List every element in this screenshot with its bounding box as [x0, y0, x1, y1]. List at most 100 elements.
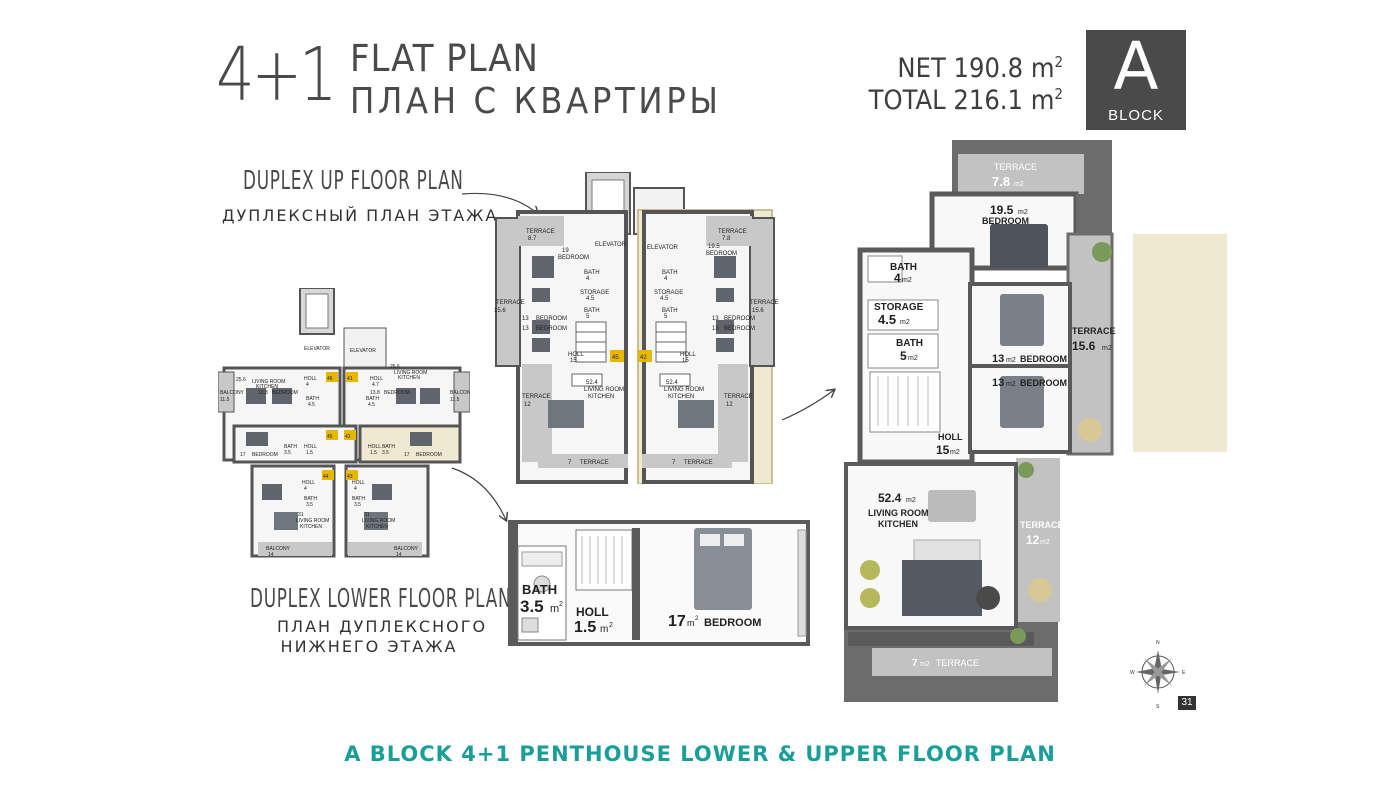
- svg-text:BALCONY: BALCONY: [450, 390, 470, 396]
- svg-text:4: 4: [354, 486, 357, 492]
- svg-text:STORAGE: STORAGE: [654, 290, 683, 296]
- svg-text:m2: m2: [902, 277, 912, 284]
- svg-text:HOLL: HOLL: [368, 444, 381, 450]
- svg-text:15.6: 15.6: [752, 308, 764, 314]
- svg-text:ELEVATOR: ELEVATOR: [647, 245, 679, 251]
- svg-text:HOLL: HOLL: [680, 352, 696, 358]
- svg-text:11.5: 11.5: [220, 397, 230, 403]
- bedroom-main-label: BEDROOM: [982, 216, 1029, 226]
- net-value: 190.8: [953, 53, 1023, 84]
- upper-floor-detail-plan: TERRACE 7.8 m2 19.5 m2 BEDROOM BATH 4 m2…: [844, 140, 1116, 702]
- terrace-side-label: TERRACE: [1020, 520, 1064, 530]
- svg-text:52.4: 52.4: [586, 380, 598, 386]
- svg-text:13: 13: [712, 326, 719, 332]
- svg-text:5: 5: [586, 314, 590, 320]
- svg-text:3.5: 3.5: [354, 502, 361, 508]
- svg-text:42: 42: [640, 355, 647, 361]
- duplex-up-subtitle: ДУПЛЕКСНЫЙ ПЛАН ЭТАЖА: [222, 206, 499, 225]
- compass-rose-icon: N E S W: [1130, 640, 1186, 710]
- svg-text:m2: m2: [906, 497, 916, 504]
- svg-text:HOLL: HOLL: [568, 352, 584, 358]
- svg-text:1.5: 1.5: [370, 450, 377, 456]
- svg-text:41: 41: [347, 376, 353, 382]
- total-label: TOTAL: [868, 85, 946, 116]
- svg-text:m2: m2: [1006, 357, 1016, 364]
- svg-text:25.6: 25.6: [390, 364, 400, 370]
- svg-text:BATH: BATH: [662, 308, 678, 314]
- svg-text:KITCHEN: KITCHEN: [588, 394, 614, 400]
- svg-text:1.5: 1.5: [306, 450, 313, 456]
- svg-text:15: 15: [570, 358, 577, 364]
- svg-text:ELEVATOR: ELEVATOR: [595, 242, 627, 248]
- svg-text:TERRACE: TERRACE: [718, 229, 747, 235]
- footer-caption: A BLOCK 4+1 PENTHOUSE LOWER & UPPER FLOO…: [344, 742, 1056, 766]
- upper-bath2-area: 5: [900, 349, 907, 363]
- svg-text:BATH: BATH: [284, 444, 297, 450]
- svg-text:19: 19: [562, 248, 569, 254]
- svg-text:BATH: BATH: [366, 396, 379, 402]
- svg-text:KITCHEN: KITCHEN: [256, 384, 278, 390]
- svg-text:LIVING ROOM: LIVING ROOM: [362, 518, 395, 524]
- svg-text:8.7: 8.7: [528, 236, 537, 242]
- svg-text:ELEVATOR: ELEVATOR: [350, 348, 376, 354]
- svg-text:4.5: 4.5: [586, 296, 595, 302]
- upper-bath-label: BATH: [890, 262, 917, 273]
- svg-text:m2: m2: [1018, 209, 1028, 216]
- upper-bath-area: 4: [894, 271, 901, 285]
- svg-text:BEDROOM: BEDROOM: [536, 316, 567, 322]
- svg-text:BATH: BATH: [584, 308, 600, 314]
- svg-text:BALCONY: BALCONY: [220, 390, 245, 396]
- duplex-up-title: DUPLEX UP FLOOR PLAN: [243, 166, 464, 196]
- terrace-right-label: TERRACE: [1072, 326, 1116, 336]
- svg-text:14: 14: [268, 552, 274, 558]
- svg-text:15: 15: [682, 358, 689, 364]
- svg-text:17: 17: [404, 452, 410, 458]
- svg-text:BATH: BATH: [304, 496, 317, 502]
- svg-text:4.5: 4.5: [308, 402, 315, 408]
- svg-text:LIVING ROOM: LIVING ROOM: [252, 379, 285, 385]
- upper-bath2-label: BATH: [896, 338, 923, 349]
- svg-text:BATH: BATH: [584, 270, 600, 276]
- small-duplex-up-plan: TERRACE 8.7 TERRACE 7.8 ELEVATOR ELEVATO…: [494, 172, 779, 484]
- bedroom2-label: BEDROOM: [1020, 354, 1067, 364]
- svg-text:5: 5: [664, 314, 668, 320]
- net-label: NET: [897, 53, 946, 84]
- total-unit: m2: [1030, 85, 1063, 116]
- lower-bath-area: 3.5: [520, 597, 544, 616]
- svg-text:KITCHEN: KITCHEN: [300, 524, 322, 530]
- svg-text:46: 46: [327, 376, 333, 382]
- upper-holl-label: HOLL: [938, 432, 963, 442]
- svg-text:LIVING ROOM: LIVING ROOM: [664, 387, 704, 393]
- terrace-top-area: 7.8: [992, 174, 1010, 189]
- svg-text:7: 7: [568, 460, 572, 466]
- svg-text:BATH: BATH: [662, 270, 678, 276]
- svg-text:HOLL: HOLL: [304, 444, 317, 450]
- svg-text:BEDROOM: BEDROOM: [724, 316, 755, 322]
- duplex-lower-subtitle-line2: НИЖНЕГО ЭТАЖА: [280, 637, 458, 656]
- svg-text:KITCHEN: KITCHEN: [398, 375, 420, 381]
- svg-text:3.5: 3.5: [284, 450, 291, 456]
- bedroom2-area: 13: [992, 353, 1004, 365]
- svg-text:STORAGE: STORAGE: [580, 290, 609, 296]
- svg-text:2: 2: [695, 616, 699, 622]
- svg-text:HOLL: HOLL: [370, 376, 383, 382]
- svg-text:42: 42: [345, 434, 351, 440]
- svg-text:BEDROOM: BEDROOM: [384, 390, 410, 396]
- svg-text:7: 7: [672, 460, 676, 466]
- svg-text:17: 17: [240, 452, 246, 458]
- config-number: 4+1: [216, 32, 338, 118]
- lower-bedroom-label: BEDROOM: [704, 617, 761, 629]
- svg-text:HOLL: HOLL: [352, 480, 365, 486]
- svg-text:12: 12: [524, 402, 531, 408]
- svg-text:m2: m2: [1014, 181, 1024, 188]
- svg-text:TERRACE: TERRACE: [724, 394, 753, 400]
- duplex-lower-title: DUPLEX LOWER FLOOR PLAN: [250, 584, 512, 614]
- svg-text:2: 2: [609, 622, 613, 629]
- title-english: FLAT PLAN: [350, 37, 539, 80]
- svg-text:BEDROOM: BEDROOM: [272, 390, 298, 396]
- living-label-2: KITCHEN: [878, 519, 918, 529]
- living-area: 52.4: [878, 491, 902, 505]
- block-letter: A: [1113, 28, 1159, 105]
- svg-text:3.5: 3.5: [306, 502, 313, 508]
